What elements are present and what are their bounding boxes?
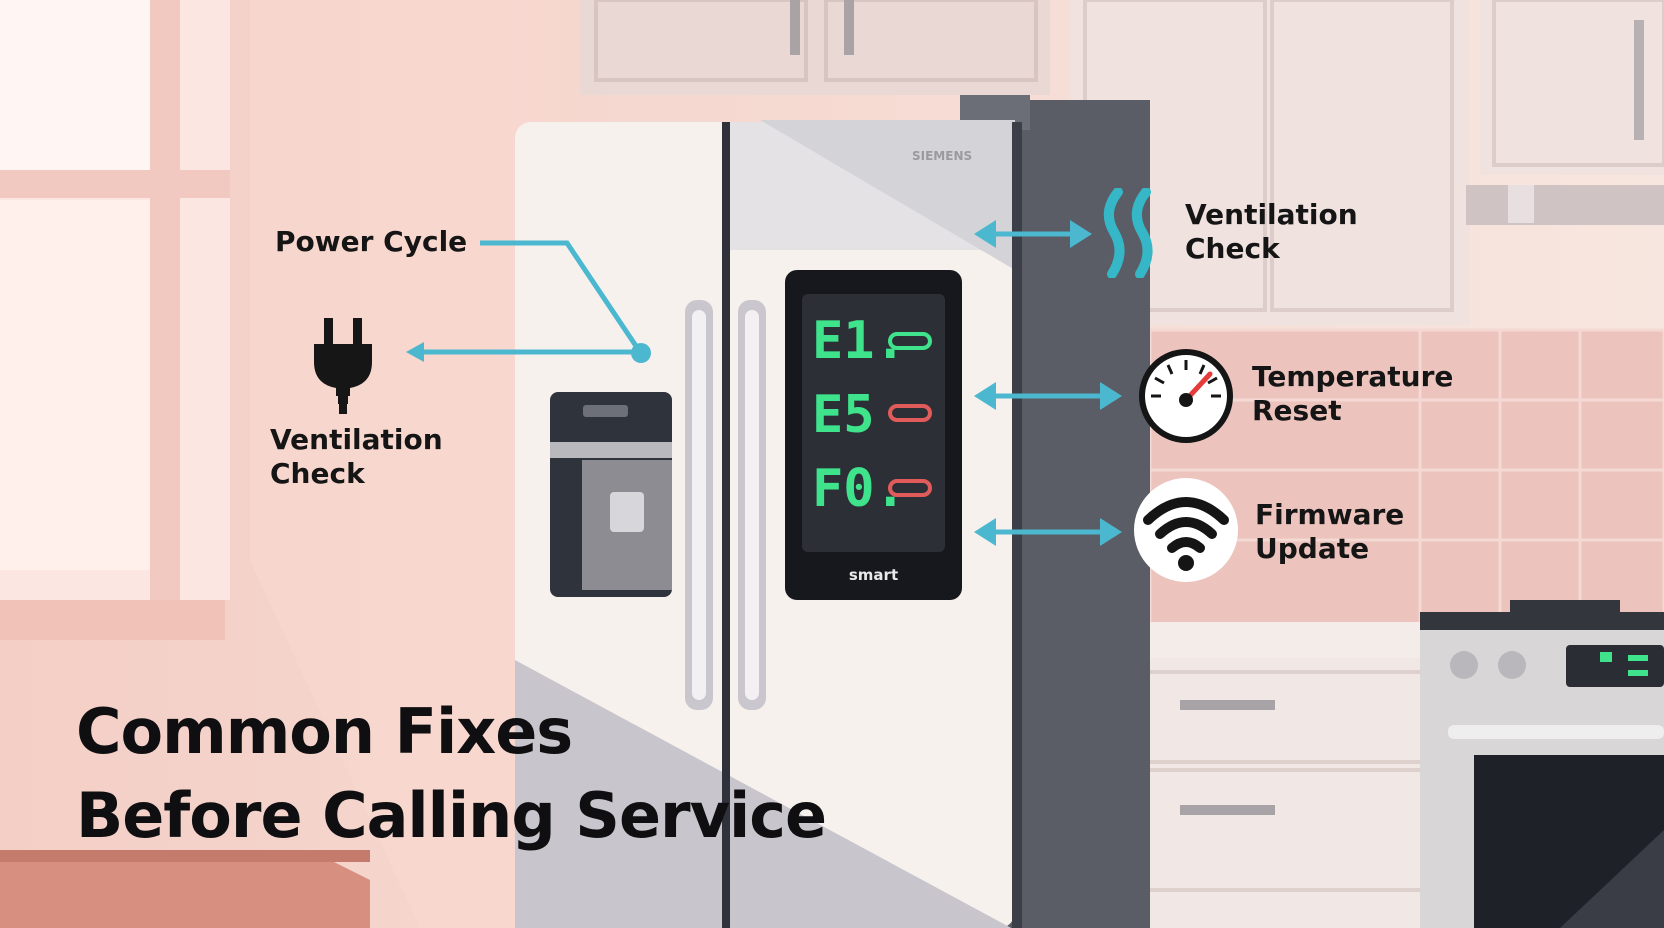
svg-text:SIEMENS: SIEMENS — [912, 149, 972, 163]
error-code-e5: E5 — [812, 385, 875, 445]
right-ventilation-label: Ventilation Check — [1185, 198, 1358, 265]
airflow-wave-icon — [1103, 188, 1153, 278]
left-ventilation-label: Ventilation Check — [270, 423, 443, 490]
plug-icon — [314, 318, 372, 414]
fridge-logo: SIEMENS — [912, 149, 972, 163]
error-code-f0: F0. — [812, 459, 906, 519]
temperature-reset-label: Temperature Reset — [1252, 360, 1454, 427]
gauge-icon — [1139, 349, 1233, 443]
backsplash — [1148, 328, 1664, 632]
refrigerator — [515, 120, 1022, 928]
firmware-update-label: Firmware Update — [1255, 498, 1405, 565]
error-code-e1: E1. — [812, 311, 906, 371]
display-brand: smart — [848, 566, 899, 584]
page-title: Common Fixes Before Calling Service — [76, 695, 827, 852]
power-cycle-label: Power Cycle — [275, 225, 468, 258]
error-code-display: E1. E5 F0. — [812, 311, 906, 519]
arrowheads — [406, 220, 1122, 546]
stove — [1420, 600, 1664, 928]
wifi-icon — [1134, 478, 1238, 582]
window — [0, 0, 230, 640]
callout-connectors — [420, 231, 1110, 535]
